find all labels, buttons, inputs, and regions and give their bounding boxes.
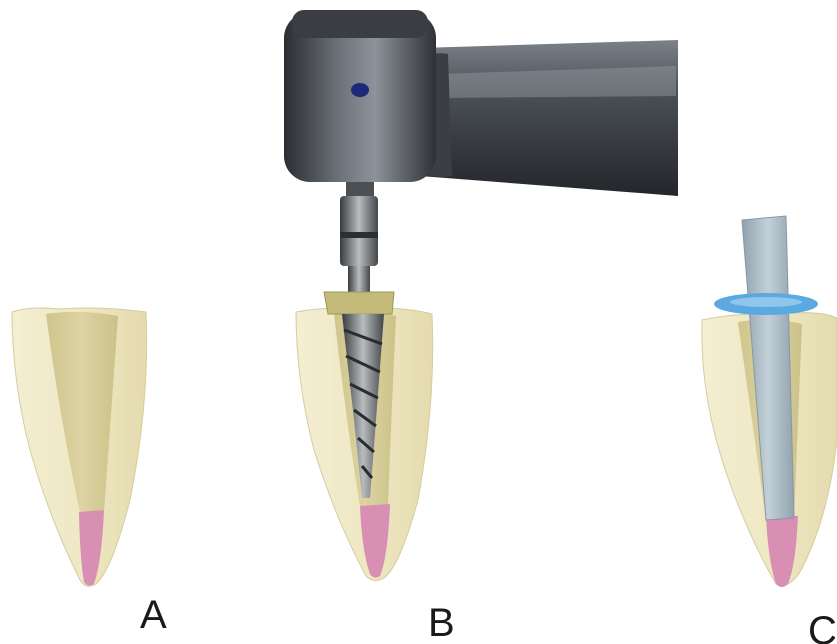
drill-depth-stop xyxy=(324,292,394,314)
drill-shank xyxy=(340,196,378,266)
handpiece-head-cap xyxy=(292,10,428,38)
panel-label-c: C xyxy=(808,609,837,644)
stopper-ring-inner xyxy=(730,297,802,307)
panel-a-tooth xyxy=(12,308,147,586)
drill-shank-groove xyxy=(340,232,378,238)
handpiece-neck xyxy=(420,40,678,196)
drill-neck xyxy=(348,266,370,292)
handpiece xyxy=(284,10,678,196)
panel-label-b: B xyxy=(428,601,455,644)
panel-label-a: A xyxy=(140,593,167,637)
indicator-dot xyxy=(351,83,369,97)
chuck-base xyxy=(346,182,374,196)
